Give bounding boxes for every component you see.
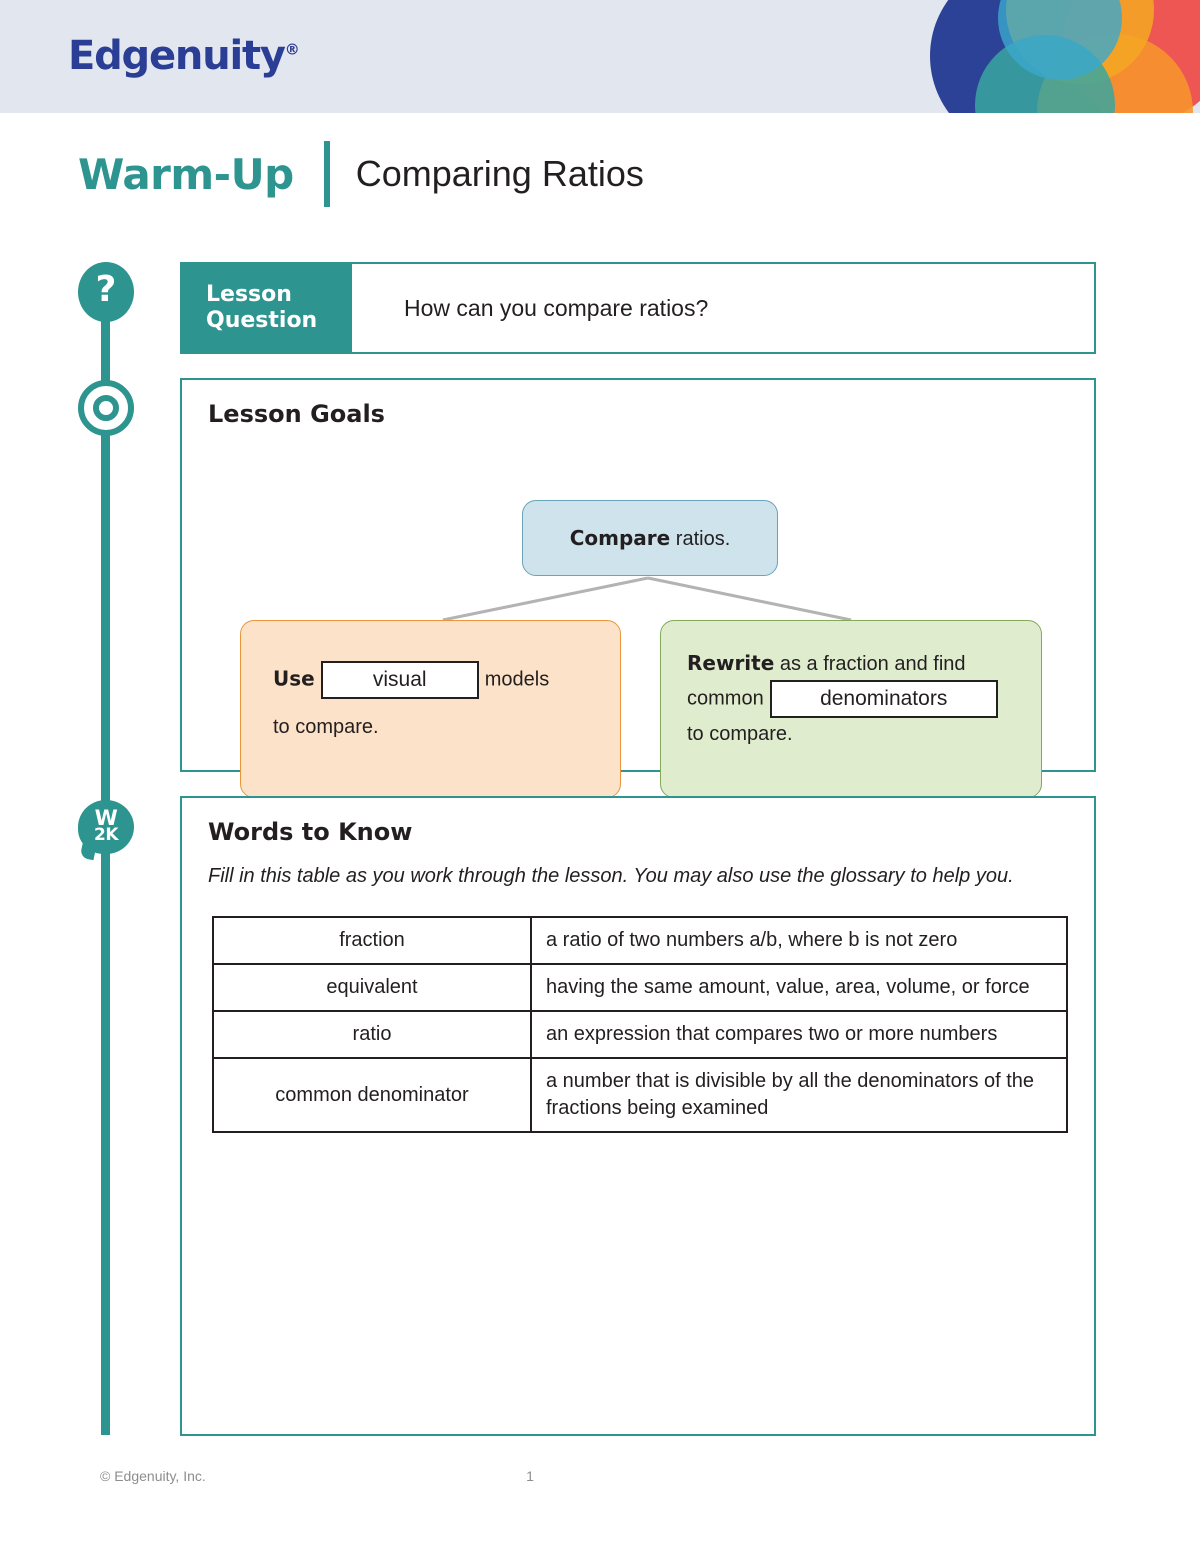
title-eyebrow: Warm-Up bbox=[78, 149, 294, 199]
vocab-definition[interactable]: an expression that compares two or more … bbox=[530, 1010, 1068, 1059]
vocab-term[interactable]: equivalent bbox=[212, 963, 532, 1012]
speech-bubble-shape: W 2K bbox=[78, 800, 134, 854]
goal-right-bold: Rewrite bbox=[687, 651, 775, 675]
goal-node-compare-ratios: Compare ratios. bbox=[522, 500, 778, 576]
trademark-symbol: ® bbox=[284, 40, 300, 59]
vocab-term[interactable]: fraction bbox=[212, 916, 532, 965]
goal-left-bold: Use bbox=[273, 666, 315, 691]
footer-copyright: © Edgenuity, Inc. bbox=[100, 1468, 206, 1484]
table-row: common denominator a number that is divi… bbox=[212, 1057, 1068, 1133]
lesson-question-text: How can you compare ratios? bbox=[404, 294, 709, 321]
goal-top-rest: ratios. bbox=[670, 527, 731, 550]
vocab-term[interactable]: common denominator bbox=[212, 1057, 532, 1133]
timeline-rail bbox=[101, 300, 110, 1435]
edgenuity-wordmark: Edgenuity® bbox=[68, 33, 300, 79]
page-footer: © Edgenuity, Inc. 1 bbox=[100, 1468, 1100, 1484]
table-row: ratio an expression that compares two or… bbox=[212, 1010, 1068, 1059]
lesson-question-label: Lesson Question bbox=[182, 264, 352, 352]
goal-left-middle: models bbox=[484, 668, 550, 691]
lesson-question-label-line2: Question bbox=[206, 308, 318, 333]
target-icon bbox=[78, 380, 134, 436]
w2k-line-1: W bbox=[94, 806, 118, 830]
words-to-know-instructions: Fill in this table as you work through t… bbox=[208, 865, 1014, 887]
lesson-goals-heading: Lesson Goals bbox=[208, 400, 385, 428]
vocab-definition[interactable]: a number that is divisible by all the de… bbox=[530, 1057, 1068, 1133]
vocab-term[interactable]: ratio bbox=[212, 1010, 532, 1059]
vocabulary-table: fraction a ratio of two numbers a/b, whe… bbox=[212, 916, 1068, 1133]
question-mark-glyph: ? bbox=[78, 262, 134, 322]
words-to-know-heading: Words to Know bbox=[208, 818, 413, 846]
goal-left-blank[interactable]: visual bbox=[320, 661, 479, 699]
goal-right-middle: common bbox=[687, 687, 764, 710]
vocabulary-table-body: fraction a ratio of two numbers a/b, whe… bbox=[212, 916, 1068, 1133]
page-title: Warm-Up Comparing Ratios bbox=[78, 138, 644, 210]
table-row: equivalent having the same amount, value… bbox=[212, 963, 1068, 1012]
title-lesson-name: Comparing Ratios bbox=[355, 153, 644, 194]
goal-right-lead: as a fraction and find bbox=[774, 653, 966, 675]
vocab-definition[interactable]: a ratio of two numbers a/b, where b is n… bbox=[530, 916, 1068, 965]
target-rings bbox=[78, 380, 134, 436]
question-mark-icon: ? bbox=[78, 262, 134, 322]
table-row: fraction a ratio of two numbers a/b, whe… bbox=[212, 916, 1068, 965]
footer-page-number: 1 bbox=[526, 1468, 534, 1484]
goal-left-tail: to compare. bbox=[273, 716, 379, 738]
goal-right-blank[interactable]: denominators bbox=[769, 680, 998, 718]
header-band: Edgenuity® bbox=[0, 0, 1200, 113]
w2k-line-2: 2K bbox=[93, 825, 119, 845]
vocab-definition[interactable]: having the same amount, value, area, vol… bbox=[530, 963, 1068, 1012]
goal-top-bold: Compare bbox=[569, 525, 671, 550]
goal-right-tail: to compare. bbox=[687, 723, 793, 745]
edgenuity-circles-logo bbox=[930, 0, 1200, 113]
brand-name: Edgenuity bbox=[68, 33, 286, 79]
title-divider bbox=[323, 141, 330, 207]
goal-right-line1: Rewrite as a fraction and find bbox=[687, 647, 1041, 680]
lesson-question-label-line1: Lesson bbox=[206, 282, 292, 307]
lesson-question-panel: Lesson Question How can you compare rati… bbox=[180, 262, 1096, 354]
words-to-know-panel: Words to Know Fill in this table as you … bbox=[180, 796, 1096, 1436]
w2k-label: W 2K bbox=[93, 808, 119, 845]
w2k-speech-bubble-icon: W 2K bbox=[78, 800, 134, 856]
